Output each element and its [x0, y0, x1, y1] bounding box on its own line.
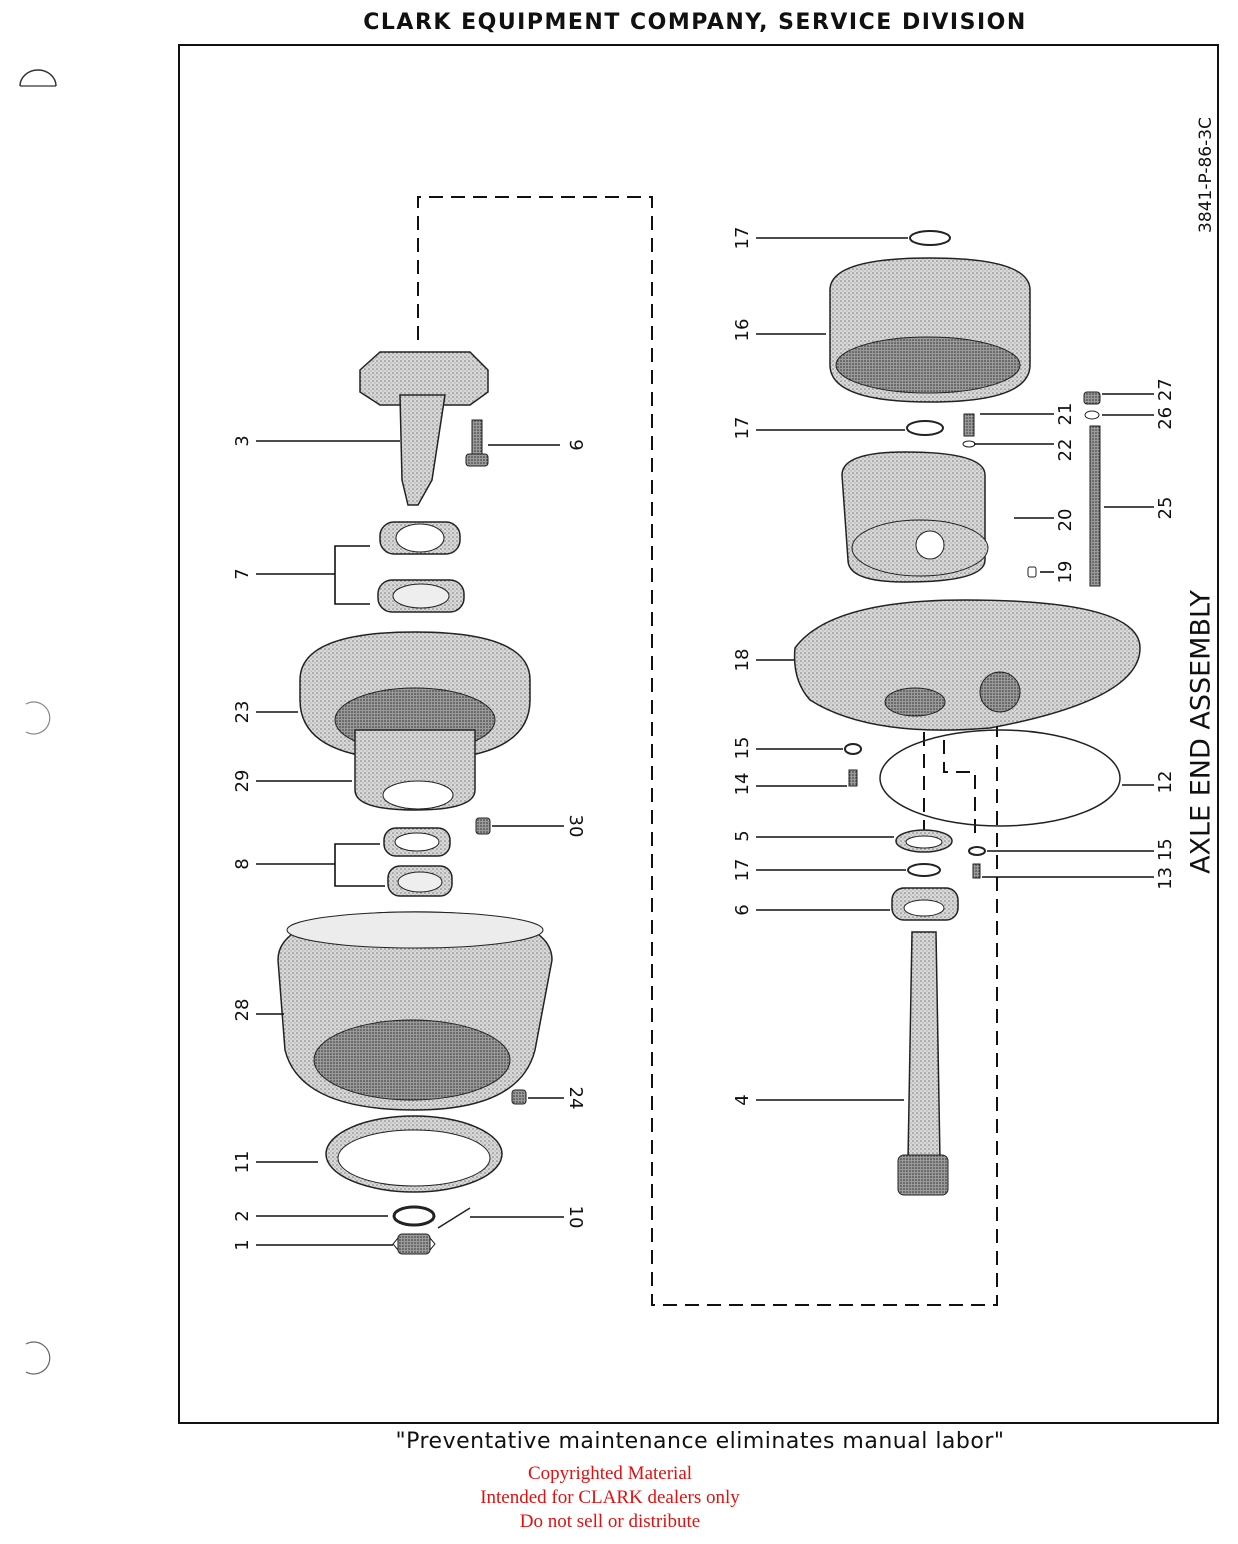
copyright-line: Do not sell or distribute: [519, 1511, 701, 1532]
screw-part-13: [972, 863, 981, 879]
assembly-title: AXLE END ASSEMBLY: [1186, 590, 1217, 874]
callout-6: 6: [732, 904, 753, 915]
callout-25: 25: [1155, 497, 1176, 520]
callout-11: 11: [232, 1151, 253, 1174]
screw-part-14: [848, 769, 858, 787]
callout-17-top: 17: [732, 227, 753, 250]
callout-12: 12: [1155, 771, 1176, 794]
copyright-notice: Copyrighted Material Intended for CLARK …: [0, 1462, 1220, 1534]
binder-hole-bottom: [18, 1340, 54, 1376]
drum-part-16: [829, 257, 1031, 403]
callout-2: 2: [232, 1210, 253, 1221]
callout-17-middle: 17: [732, 417, 753, 440]
callout-29: 29: [232, 770, 253, 793]
callout-26-27: 26 27: [1155, 378, 1176, 430]
callout-8: 8: [232, 858, 253, 869]
callout-9: 9: [565, 439, 586, 450]
callout-22: 22: [1055, 439, 1076, 462]
callout-4: 4: [732, 1094, 753, 1105]
pin-part-10: [437, 1207, 471, 1229]
callout-19: 19: [1055, 561, 1076, 584]
bearing-part-7: [377, 521, 465, 613]
copyright-line: Intended for CLARK dealers only: [480, 1487, 740, 1508]
callout-18: 18: [732, 649, 753, 672]
callout-13-15: 13 15: [1155, 838, 1176, 890]
binder-hole-middle: [18, 700, 54, 736]
callout-7: 7: [232, 568, 253, 579]
axle-shaft-part-4: [897, 931, 949, 1196]
callout-3: 3: [232, 435, 253, 446]
page-header: CLARK EQUIPMENT COMPANY, SERVICE DIVISIO…: [363, 10, 1027, 35]
assembly-dashed-lines: [417, 196, 998, 1306]
o-ring-part-17-bottom: [907, 863, 941, 877]
housing-part-18: [793, 599, 1141, 731]
callout-21: 21: [1055, 403, 1076, 426]
bearing-part-8: [383, 827, 453, 897]
bearing-part-6: [891, 887, 959, 921]
rod-part-25: [1089, 425, 1101, 587]
screw-part-21: [963, 413, 975, 437]
washer-part-15-right: [968, 846, 986, 856]
footer-slogan: "Preventative maintenance eliminates man…: [395, 1429, 1005, 1454]
callout-30: 30: [565, 815, 586, 838]
plug-part-24: [511, 1089, 527, 1105]
callout-20: 20: [1055, 509, 1076, 532]
callout-15-left: 15: [732, 737, 753, 760]
hub-part-23: [299, 631, 531, 811]
bolt-part-9: [465, 419, 489, 467]
binder-hole-top: [18, 66, 58, 96]
gear-part-1: [392, 1233, 436, 1255]
washer-part-22: [962, 440, 976, 448]
copyright-line: Copyrighted Material: [527, 1463, 693, 1484]
spindle-part-3: [359, 351, 489, 506]
callout-1: 1: [232, 1239, 253, 1250]
seal-part-5: [895, 829, 953, 853]
ring-gear-housing-part-28: [277, 911, 553, 1111]
callout-5: 5: [732, 830, 753, 841]
callout-28: 28: [232, 999, 253, 1022]
callout-16: 16: [732, 319, 753, 342]
leader-lines: [256, 237, 1154, 1246]
callout-24: 24: [565, 1087, 586, 1110]
gasket-part-12: [879, 729, 1121, 827]
o-ring-part-17-top: [909, 230, 951, 246]
ring-part-11: [325, 1115, 503, 1193]
washer-part-2: [392, 1205, 436, 1227]
nut-part-30: [475, 817, 491, 835]
washer-part-15-left: [844, 743, 862, 755]
callout-17-bottom: 17: [732, 859, 753, 882]
callout-10: 10: [565, 1206, 586, 1229]
callout-14: 14: [732, 773, 753, 796]
callout-23: 23: [232, 701, 253, 724]
o-ring-part-17-middle: [906, 420, 944, 436]
nut-washer-parts-26-27: [1083, 391, 1101, 420]
carrier-part-20: [841, 451, 989, 583]
drawing-frame: [178, 44, 1219, 1424]
plug-part-19: [1027, 566, 1037, 578]
drawing-number: 3841-P-86-3C: [1196, 117, 1216, 233]
